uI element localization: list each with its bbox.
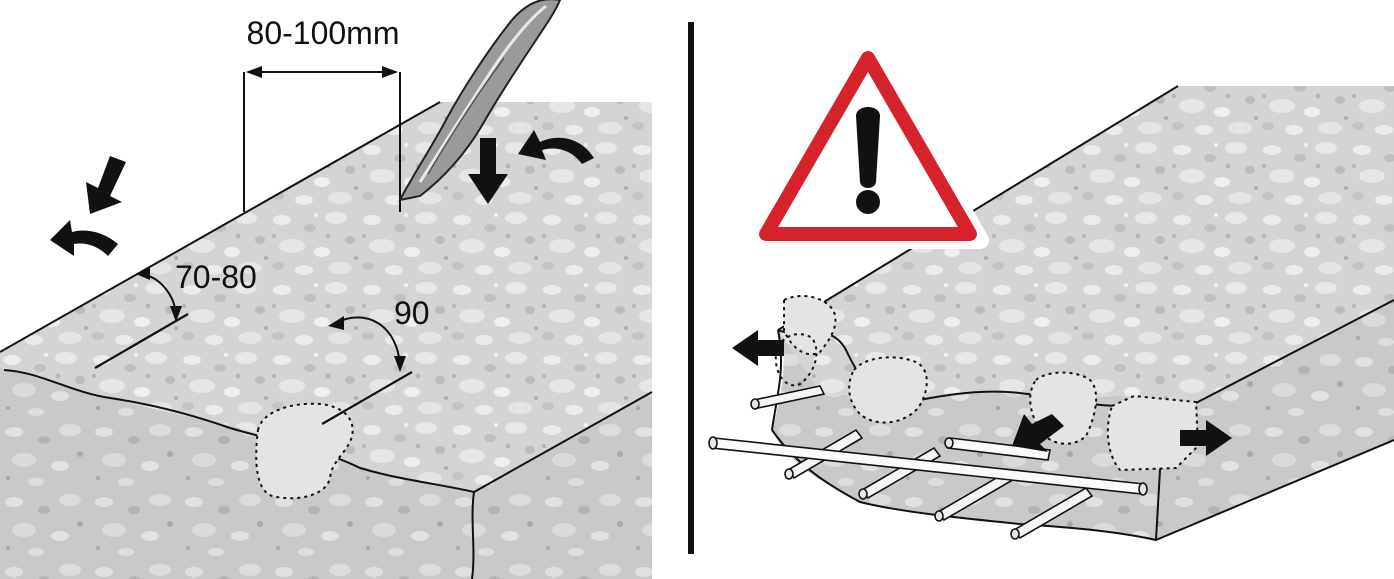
arrow-curved-icon — [518, 130, 594, 164]
arrow-down-icon — [468, 138, 508, 204]
arrow-right-icon — [1180, 420, 1232, 456]
cut-line-interior — [321, 371, 413, 425]
slab-side-left — [474, 392, 652, 579]
slab-edge-underside — [771, 403, 1195, 542]
left-panel: 80-100mm 70-80 90 — [0, 0, 653, 579]
slab-edge-side-right — [1193, 299, 1394, 405]
slab-edge-front — [3, 369, 653, 494]
spall-outline-1 — [783, 295, 837, 356]
slab-edge-bottom-right — [1155, 439, 1394, 541]
arrow-curved-left-icon — [50, 220, 118, 256]
arrow-down-left-icon-right — [1012, 414, 1064, 452]
slab-side-right — [1156, 300, 1394, 540]
exclamation-dot — [856, 190, 880, 214]
rebar-icon — [708, 385, 1148, 540]
cut-line-edge — [94, 313, 189, 369]
chisel-icon — [398, 0, 562, 202]
interior-angle-label: 90 — [394, 295, 430, 331]
exclamation-bar — [856, 107, 880, 188]
width-dimension: 80-100mm — [243, 15, 401, 212]
slab-edge-top-right — [777, 85, 1179, 331]
spall-outline-4 — [1106, 394, 1200, 472]
slab-top-right — [778, 86, 1394, 404]
spall-outline-5 — [774, 333, 818, 387]
edge-angle-label: 70-80 — [175, 259, 257, 295]
panel-divider — [688, 22, 694, 554]
interior-angle-indicator: 90 — [328, 295, 430, 372]
width-dimension-label: 80-100mm — [247, 15, 400, 51]
warning-triangle-icon — [747, 39, 989, 249]
slab-front-left — [0, 368, 474, 579]
spall-outline-2 — [848, 356, 928, 424]
damaged-area-outline — [255, 402, 354, 500]
arrow-down-left-icon — [86, 156, 126, 214]
arrow-left-icon — [732, 330, 784, 366]
slab-edge-top — [0, 101, 441, 353]
right-panel — [708, 39, 1394, 542]
edge-angle-indicator: 70-80 — [136, 259, 257, 322]
slab-edge-corner — [471, 491, 475, 579]
